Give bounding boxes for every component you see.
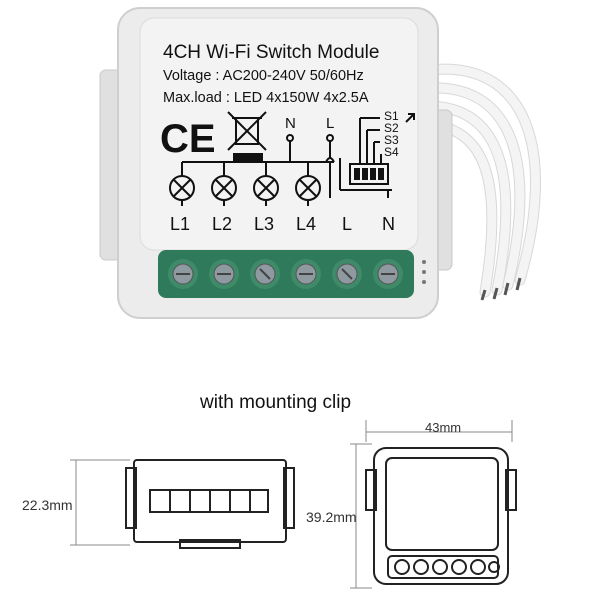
lamp-icon	[211, 175, 237, 206]
weee-bin-icon	[227, 111, 267, 161]
lamp-icon	[253, 175, 279, 206]
switch-label-s2: S2	[384, 121, 399, 135]
screw-icon	[291, 259, 321, 289]
led-dots	[422, 260, 426, 284]
output-label-l2: L2	[212, 214, 232, 234]
switch-label-s3: S3	[384, 133, 399, 147]
input-label-l: L	[342, 214, 352, 234]
screw-icon	[373, 259, 403, 289]
screw-icon	[168, 259, 198, 289]
terminal-label-l: L	[326, 115, 334, 132]
dimension-width: 43mm	[425, 420, 461, 435]
switch-label-s4: S4	[384, 145, 399, 159]
screw-icon	[209, 259, 239, 289]
switch-label-s1: S1	[384, 109, 399, 123]
terminal-label-n: N	[285, 115, 296, 132]
output-label-l1: L1	[170, 214, 190, 234]
terminal-screws	[168, 259, 403, 289]
wiring-diagram	[181, 113, 415, 198]
dimension-height-front: 39.2mm	[306, 509, 357, 525]
output-label-l3: L3	[254, 214, 274, 234]
switch-block	[354, 168, 384, 180]
screw-icon	[332, 259, 362, 289]
output-label-l4: L4	[296, 214, 316, 234]
screw-icon	[250, 259, 280, 289]
side-view-drawing	[70, 459, 295, 549]
dimension-height-side: 22.3mm	[22, 497, 73, 513]
caption: with mounting clip	[199, 392, 351, 413]
maxload-text: Max.load : LED 4x150W 4x2.5A	[163, 90, 369, 106]
front-view-drawing	[350, 420, 517, 589]
voltage-text: Voltage : AC200-240V 50/60Hz	[163, 68, 364, 84]
input-label-n: N	[382, 214, 395, 234]
lamp-icon	[169, 175, 195, 206]
module-title: 4CH Wi-Fi Switch Module	[163, 42, 379, 63]
wire-tips	[480, 277, 522, 301]
ce-mark: CE	[160, 117, 216, 161]
lamp-icons	[169, 175, 321, 206]
lamp-icon	[295, 175, 321, 206]
